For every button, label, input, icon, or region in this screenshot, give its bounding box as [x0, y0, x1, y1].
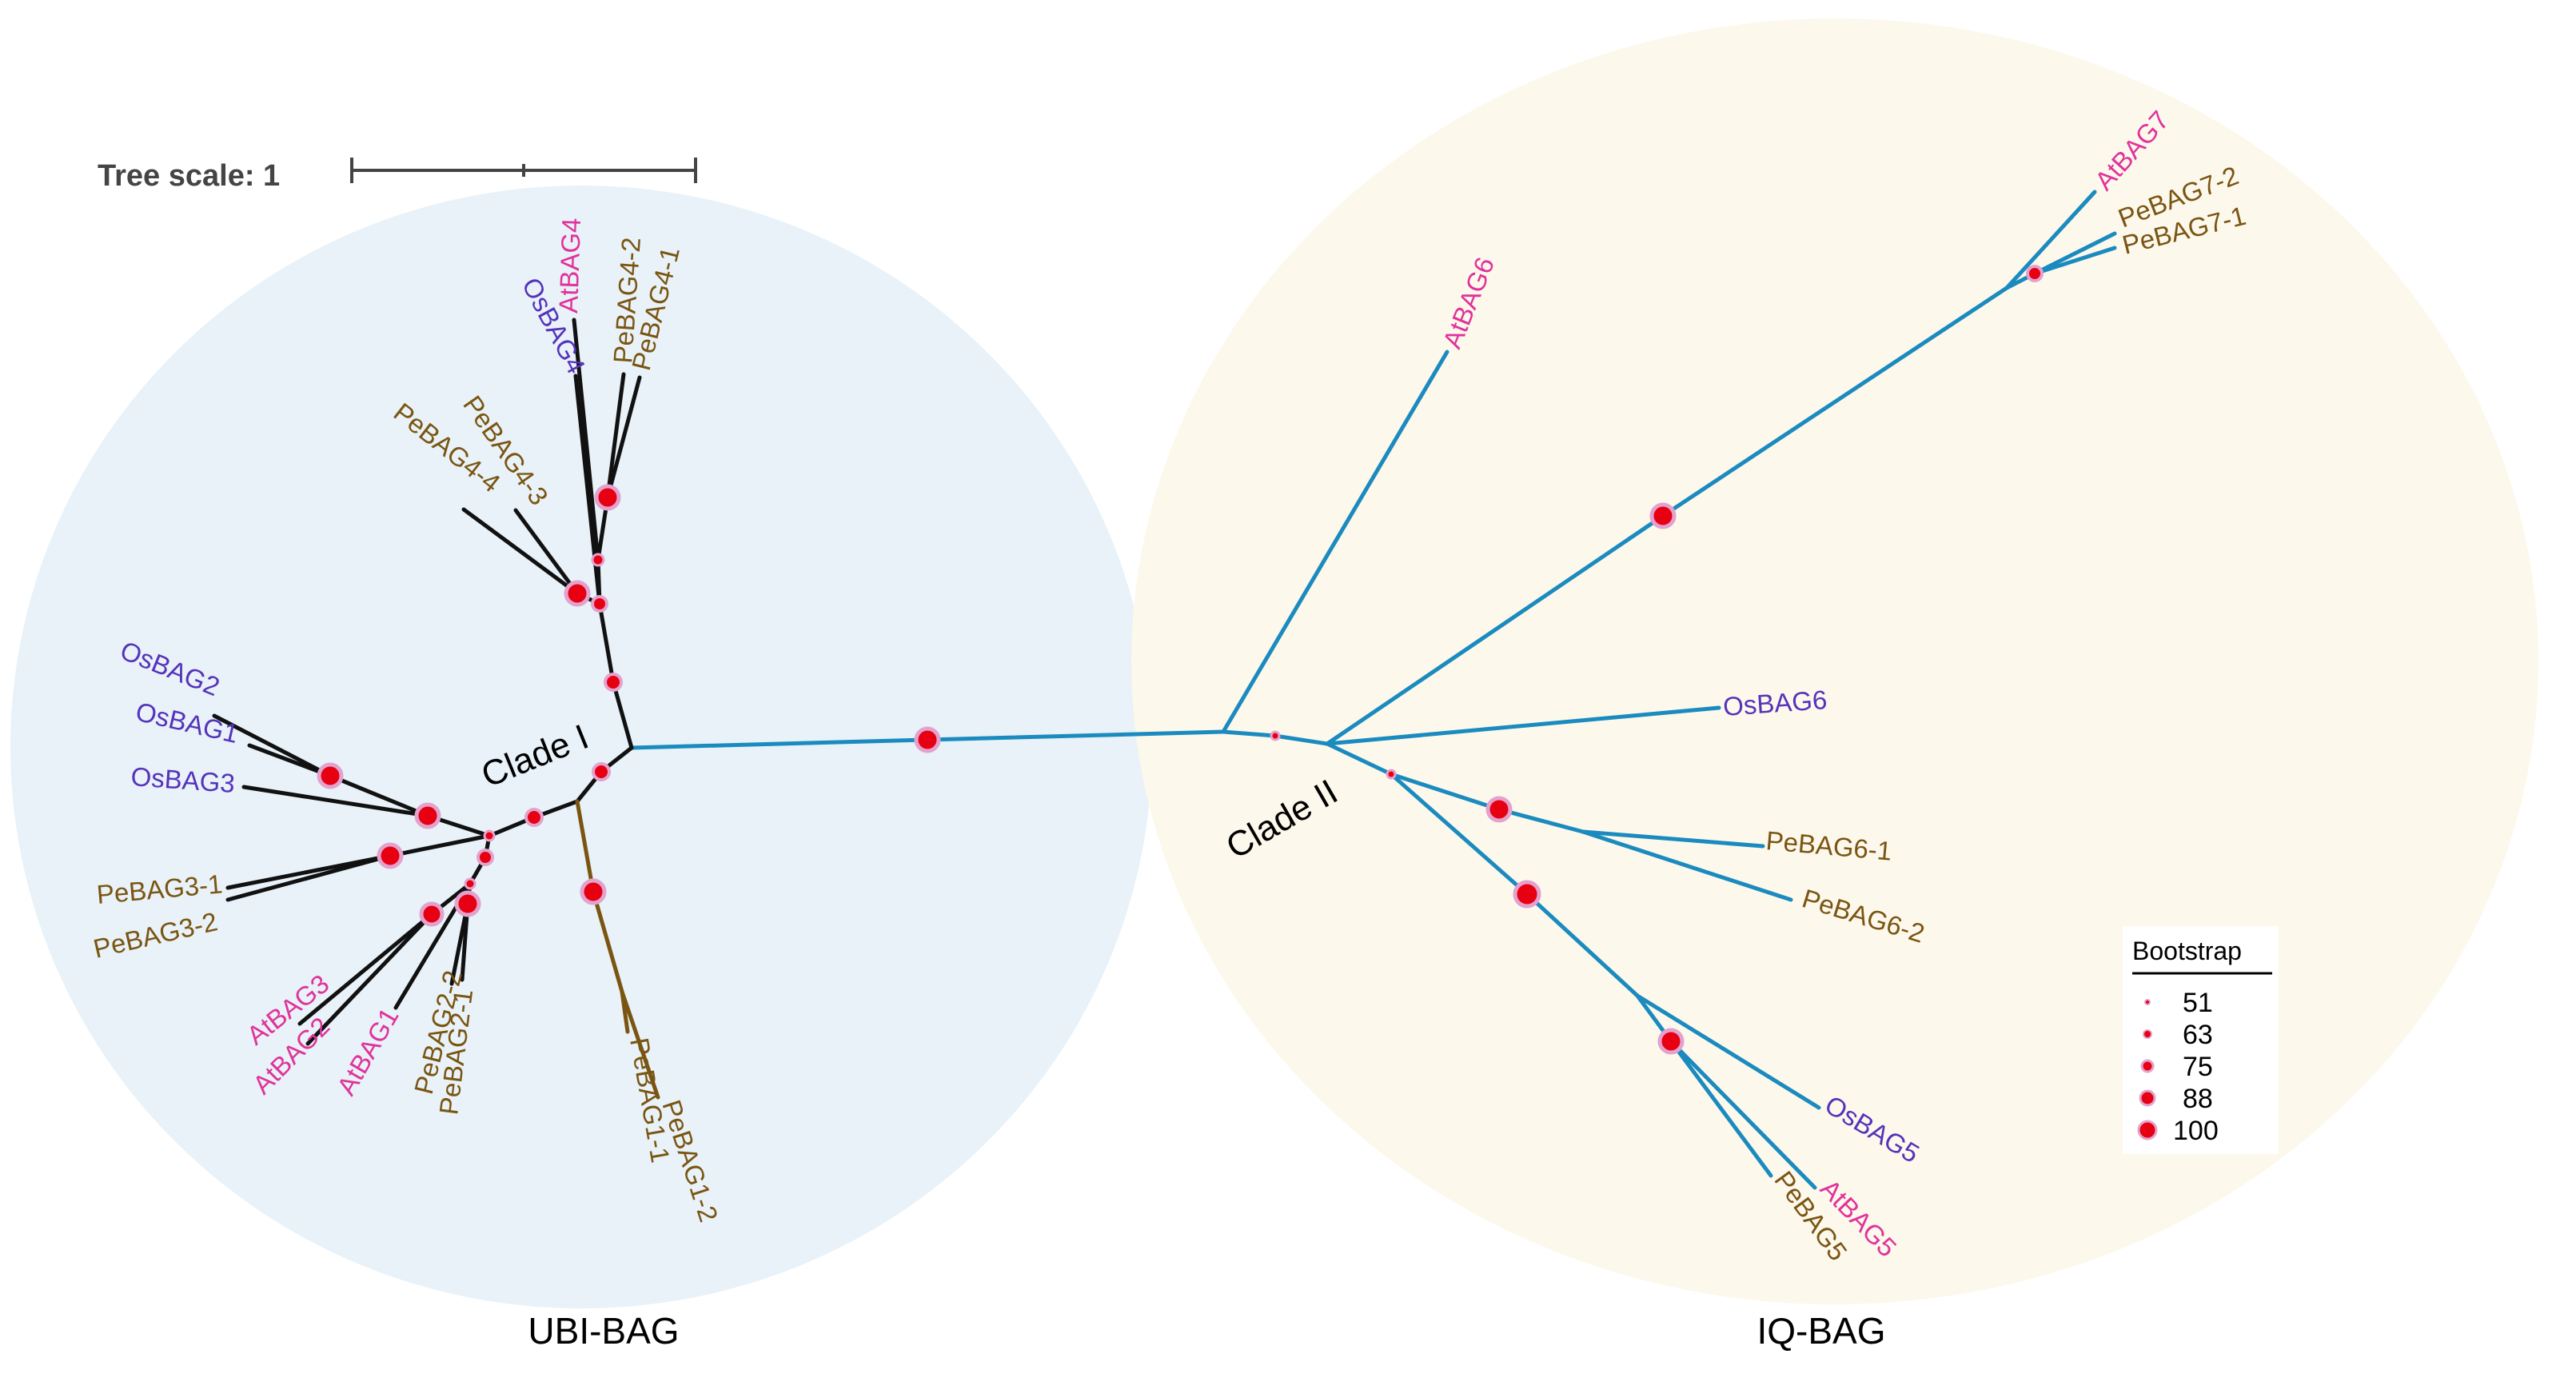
leaf-atbag4: AtBAG4: [553, 218, 586, 314]
bootstrap-node: [580, 878, 607, 905]
branch-pebag5: [1669, 1039, 1773, 1178]
branch-atbag2: [305, 912, 434, 1046]
bootstrap-node: [2026, 265, 2044, 282]
bootstrap-node: [1386, 769, 1397, 780]
branch-pebag4-2: [605, 372, 626, 500]
bootstrap-node: [1270, 730, 1281, 741]
bootstrap-node: [591, 553, 605, 567]
legend-swatch-63: [2143, 1029, 2152, 1039]
branch-osbag1: [247, 743, 333, 778]
bootstrap-node: [414, 802, 441, 829]
bootstrap-node: [483, 829, 496, 842]
branch-atbag4: [572, 318, 600, 562]
bootstrap-node: [477, 849, 494, 866]
branch-pebag4-4: [461, 507, 580, 596]
branch-bag5-6-stem: [1325, 741, 1394, 777]
legend-value-51: 51: [2183, 988, 2213, 1018]
legend-value-63: 63: [2183, 1020, 2213, 1050]
leaf-osbag6: OsBAG6: [1722, 685, 1828, 721]
bootstrap-node: [317, 762, 344, 789]
legend-swatch-51: [2144, 999, 2151, 1005]
branch-pebag3-2: [225, 853, 393, 902]
bootstrap-node: [377, 842, 404, 869]
legend-value-100: 100: [2173, 1116, 2219, 1146]
branch-pebag4-3: [513, 508, 580, 596]
branch-pebag7-1: [2032, 246, 2117, 276]
branch-pebag6-1: [1581, 829, 1765, 849]
legend-box: [2123, 926, 2279, 1154]
branch-pebag7-2: [2032, 231, 2117, 276]
bootstrap-node: [564, 580, 591, 607]
bootstrap-node: [419, 901, 445, 927]
branch-pebag3-stem: [388, 833, 492, 858]
tree-scale-label: Tree scale: 1: [98, 159, 280, 193]
branch-atbag7: [2004, 190, 2097, 290]
ubi-bag-region: [10, 186, 1152, 1308]
group-label-ubi-bag: UBI-BAG: [528, 1310, 679, 1352]
bootstrap-node: [591, 595, 608, 613]
branch-atbag6: [1221, 349, 1449, 734]
bootstrap-nodes: [317, 265, 2044, 1055]
branch-pebag1-2: [620, 989, 660, 1100]
branch-pebag6-2: [1581, 829, 1793, 902]
branch-osbag3: [241, 785, 430, 818]
tree-scale: Tree scale: 1: [98, 158, 697, 193]
legend-swatch-75: [2140, 1059, 2155, 1073]
branch-osbag5: [1635, 993, 1821, 1110]
bootstrap-node: [604, 673, 623, 692]
legend-value-88: 88: [2183, 1084, 2213, 1114]
branch-atbag5: [1669, 1039, 1817, 1190]
branch-osbag6: [1325, 705, 1721, 746]
branch-atbag3: [297, 912, 434, 1026]
bootstrap-node: [914, 726, 941, 753]
branch-pebag4-1: [605, 375, 642, 500]
legend-value-75: 75: [2183, 1052, 2213, 1082]
bootstrap-node: [1657, 1028, 1685, 1055]
bootstrap-node: [592, 762, 611, 781]
bootstrap-node: [1485, 796, 1513, 823]
bootstrap-node: [454, 890, 481, 917]
bootstrap-legend: Bootstrap 51 63 75 88 100: [2123, 926, 2279, 1154]
bootstrap-node: [594, 484, 621, 511]
bootstrap-node: [1649, 502, 1677, 529]
bootstrap-node: [1513, 880, 1541, 909]
leaf-osbag3: OsBAG3: [130, 761, 236, 798]
legend-title: Bootstrap: [2132, 937, 2242, 965]
legend-swatch-88: [2139, 1089, 2156, 1107]
group-label-iq-bag: IQ-BAG: [1757, 1310, 1885, 1352]
branch-osbag2: [212, 713, 333, 778]
legend-swatch-100: [2137, 1120, 2158, 1140]
bootstrap-node: [524, 808, 544, 827]
bootstrap-node: [464, 877, 477, 890]
